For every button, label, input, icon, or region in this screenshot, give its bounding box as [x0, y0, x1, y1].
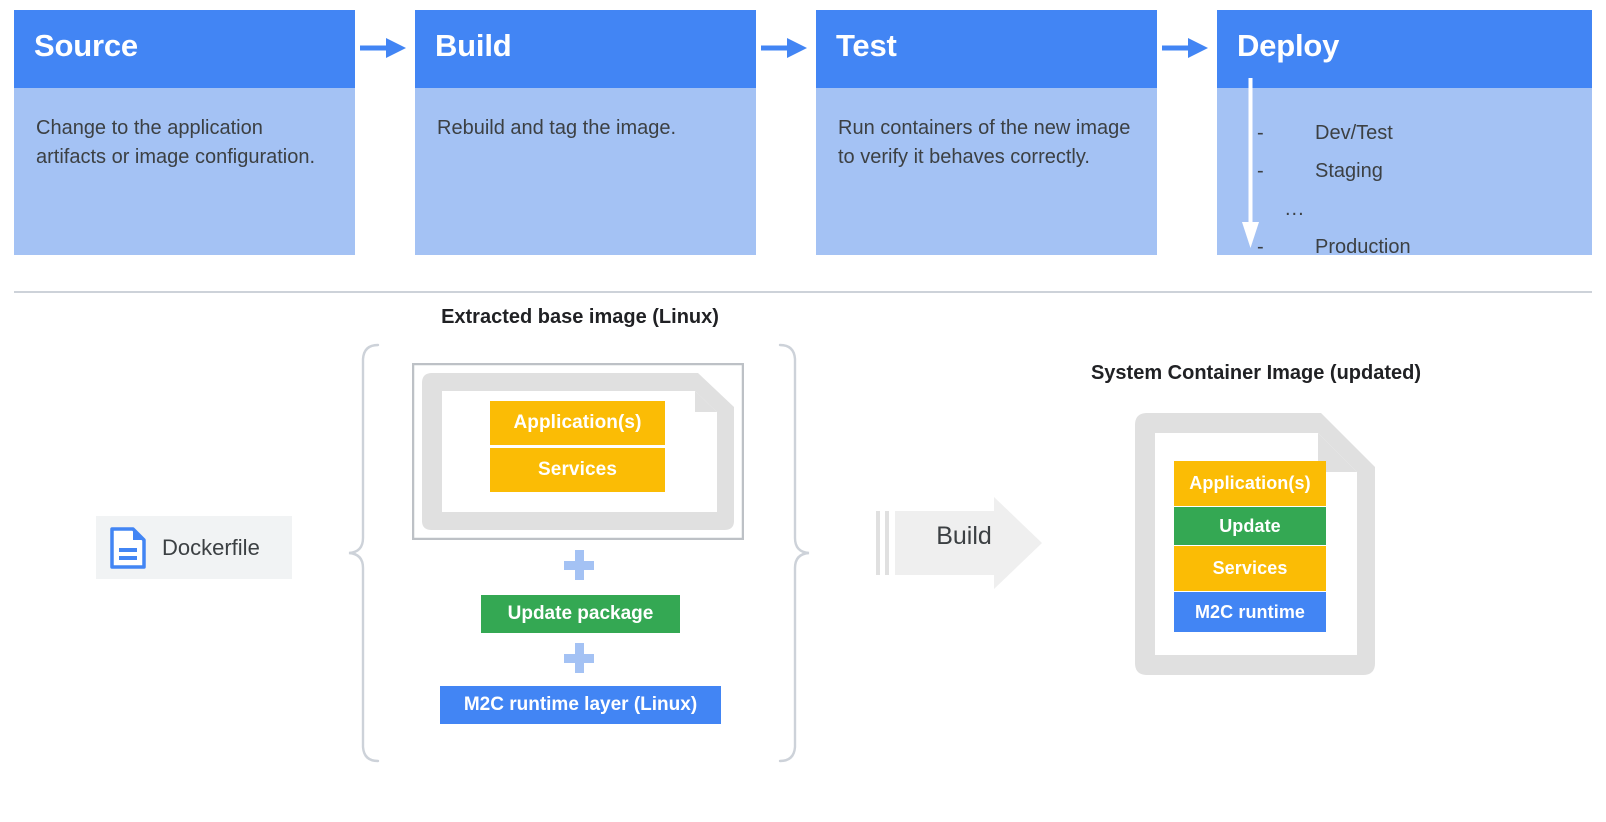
list-item: - Production: [1257, 228, 1517, 266]
list-label: Staging: [1315, 160, 1383, 182]
stage-body: Run containers of the new image to verif…: [838, 117, 1131, 168]
arrow-right-block-icon: [876, 497, 1042, 589]
stage-header-source: Source: [14, 10, 355, 88]
base-image-label: Extracted base image (Linux): [441, 306, 719, 328]
layer-m2c-runtime: M2C runtime: [1174, 592, 1326, 632]
output-image-document: Application(s) Update Services M2C runti…: [1129, 407, 1381, 681]
build-arrow-label: Build: [936, 522, 992, 550]
pipeline-stage-deploy[interactable]: Deploy - Dev/Test - Staging ... - Produc…: [1217, 10, 1592, 258]
list-item: - Staging: [1257, 152, 1517, 190]
stage-title: Test: [836, 28, 897, 63]
layer-services: Services: [490, 448, 665, 492]
list-item: - Dev/Test: [1257, 114, 1517, 152]
output-image-label: System Container Image (updated): [1090, 362, 1422, 384]
arrow-down-icon: [1242, 78, 1259, 248]
stage-header-test: Test: [816, 10, 1157, 88]
pipeline-stage-test[interactable]: Test Run containers of the new image to …: [816, 10, 1157, 255]
build-diagram-section: Extracted base image (Linux) Application…: [0, 292, 1606, 822]
right-brace-icon: [778, 343, 810, 763]
plus-icon: [564, 550, 594, 580]
list-label: Dev/Test: [1315, 122, 1393, 144]
layer-services: Services: [1174, 546, 1326, 591]
stage-body: Change to the application artifacts or i…: [36, 117, 316, 168]
dockerfile-chip[interactable]: Dockerfile: [96, 516, 292, 579]
document-icon: [110, 526, 146, 569]
arrow-right-icon: [360, 38, 406, 58]
layer-applications: Application(s): [1174, 461, 1326, 506]
stage-body: Rebuild and tag the image.: [437, 117, 677, 139]
plus-icon: [564, 643, 594, 673]
list-marker: -: [1257, 160, 1264, 182]
stage-title: Build: [435, 28, 512, 63]
left-brace-icon: [348, 343, 380, 763]
pipeline-stage-build[interactable]: Build Rebuild and tag the image.: [415, 10, 756, 255]
layer-applications: Application(s): [490, 401, 665, 445]
section-divider: [14, 291, 1592, 293]
list-marker: ...: [1285, 198, 1305, 220]
base-image-document: Application(s) Services: [412, 363, 744, 540]
list-item: ...: [1257, 190, 1517, 228]
pipeline-stage-source[interactable]: Source Change to the application artifac…: [14, 10, 355, 255]
stage-header-deploy: Deploy: [1217, 10, 1592, 88]
dockerfile-label: Dockerfile: [162, 534, 260, 560]
deploy-environment-list: - Dev/Test - Staging ... - Production: [1257, 114, 1517, 266]
pipeline-section: Source Change to the application artifac…: [0, 0, 1606, 292]
arrow-right-icon: [1162, 38, 1208, 58]
band-m2c-runtime-layer: M2C runtime layer (Linux): [440, 686, 721, 724]
stage-title: Source: [34, 28, 138, 63]
list-label: Production: [1315, 236, 1411, 258]
list-marker: -: [1257, 236, 1264, 258]
band-update-package: Update package: [481, 595, 680, 633]
stage-title: Deploy: [1237, 28, 1340, 63]
layer-update: Update: [1174, 507, 1326, 545]
list-marker: -: [1257, 122, 1264, 144]
arrow-right-icon: [761, 38, 807, 58]
stage-header-build: Build: [415, 10, 756, 88]
